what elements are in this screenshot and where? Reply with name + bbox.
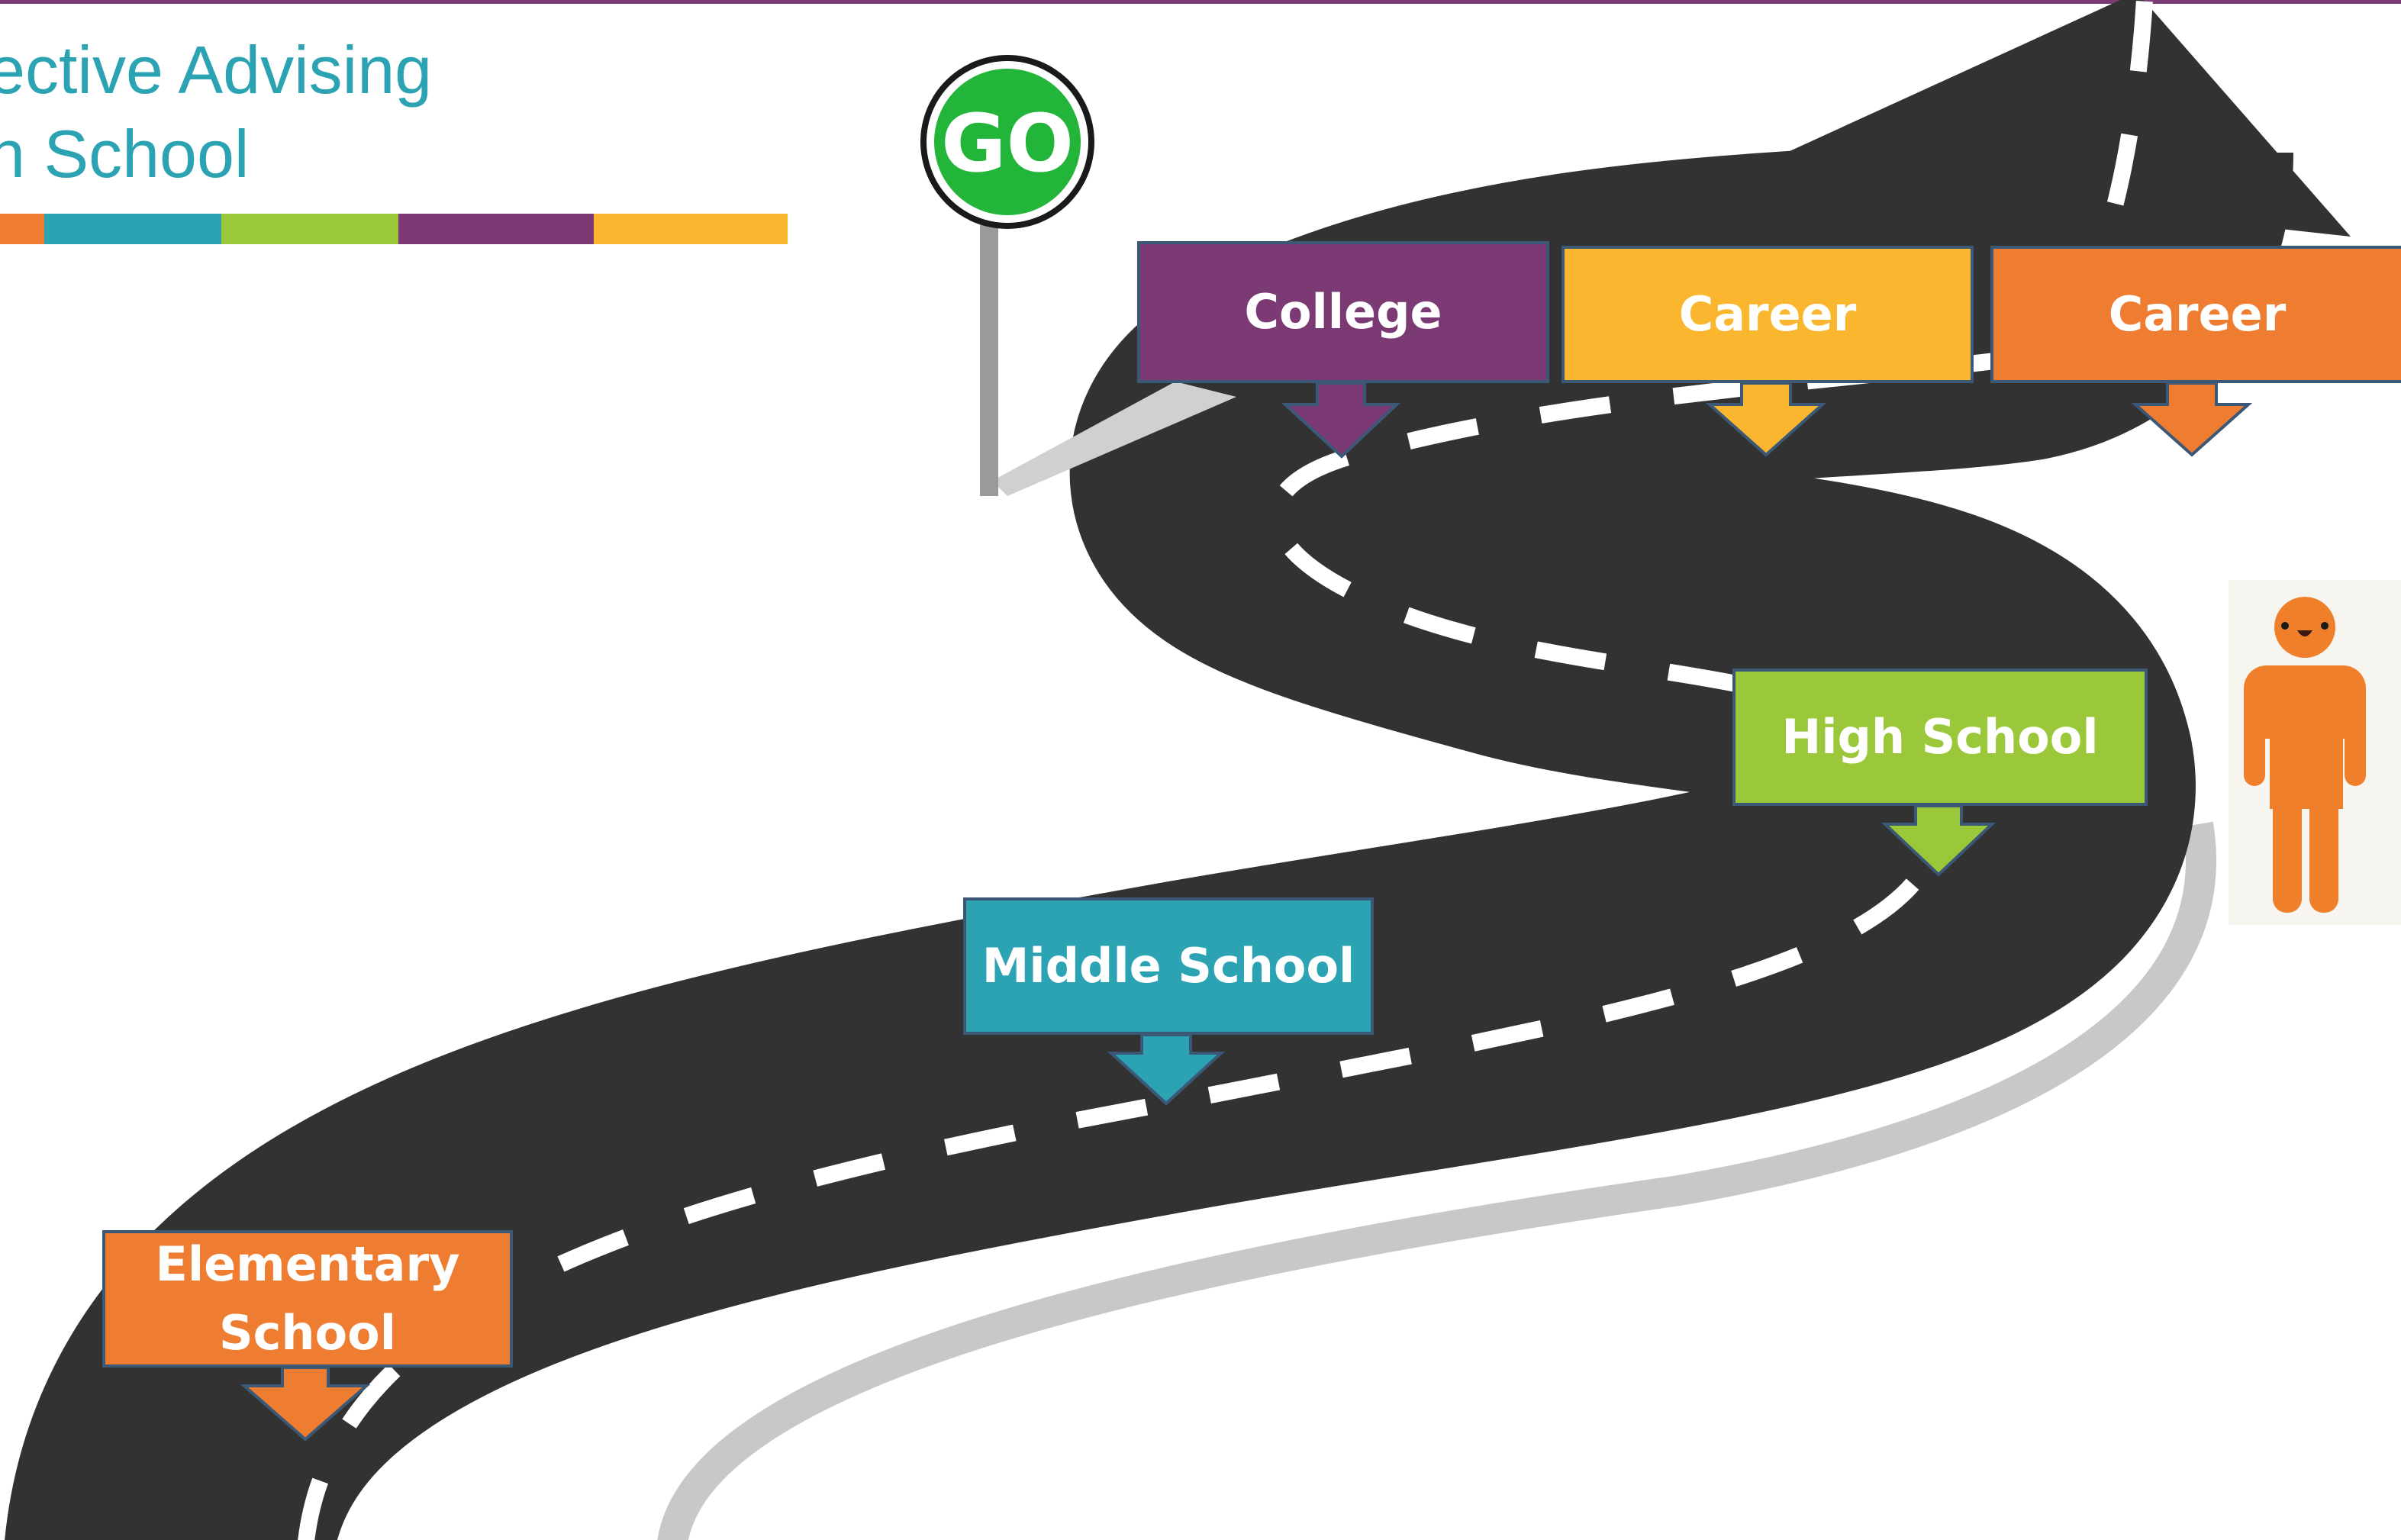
milestone-career-2: Career — [1990, 246, 2401, 383]
top-rule — [0, 0, 2401, 4]
person-panel — [2229, 580, 2401, 925]
accent-segment-teal — [44, 214, 221, 244]
person-smile — [2297, 630, 2312, 636]
lane-markings — [298, 0, 2153, 1540]
milestone-college: College — [1137, 241, 1549, 383]
accent-segment-purple — [398, 214, 594, 244]
college-pointer-arrow — [1281, 382, 1401, 459]
person-icon — [2244, 597, 2366, 913]
person-figure — [2244, 597, 2366, 913]
career-1-pointer-arrow — [1705, 382, 1827, 457]
accent-color-bar — [0, 214, 788, 244]
middle-pointer-arrow — [1107, 1033, 1226, 1106]
accent-segment-orange — [0, 214, 44, 244]
high-pointer-arrow — [1881, 804, 1997, 877]
elementary-pointer-arrow — [240, 1366, 371, 1442]
slide-title-line-1: ective Advising — [0, 32, 433, 108]
go-sign-icon: GO — [920, 55, 1236, 496]
go-sign-post-shadow — [992, 382, 1236, 496]
accent-segment-yellow — [594, 214, 788, 244]
milestone-high-school: High School — [1732, 669, 2148, 806]
go-sign-face — [934, 69, 1081, 215]
road-arrowhead — [1710, 0, 2351, 241]
accent-segment-green — [221, 214, 398, 244]
career-2-pointer-arrow — [2131, 382, 2253, 457]
slide-title-line-2: h School — [0, 116, 250, 192]
milestone-middle-school: Middle School — [963, 897, 1374, 1035]
milestone-elementary-school: Elementary School — [102, 1230, 513, 1368]
person-eye-left — [2281, 622, 2289, 630]
go-sign-text: GO — [941, 97, 1074, 190]
person-eye-right — [2321, 622, 2328, 630]
go-sign-post — [980, 221, 998, 496]
milestone-career-1: Career — [1561, 246, 1974, 383]
road-shadow — [657, 821, 2217, 1540]
